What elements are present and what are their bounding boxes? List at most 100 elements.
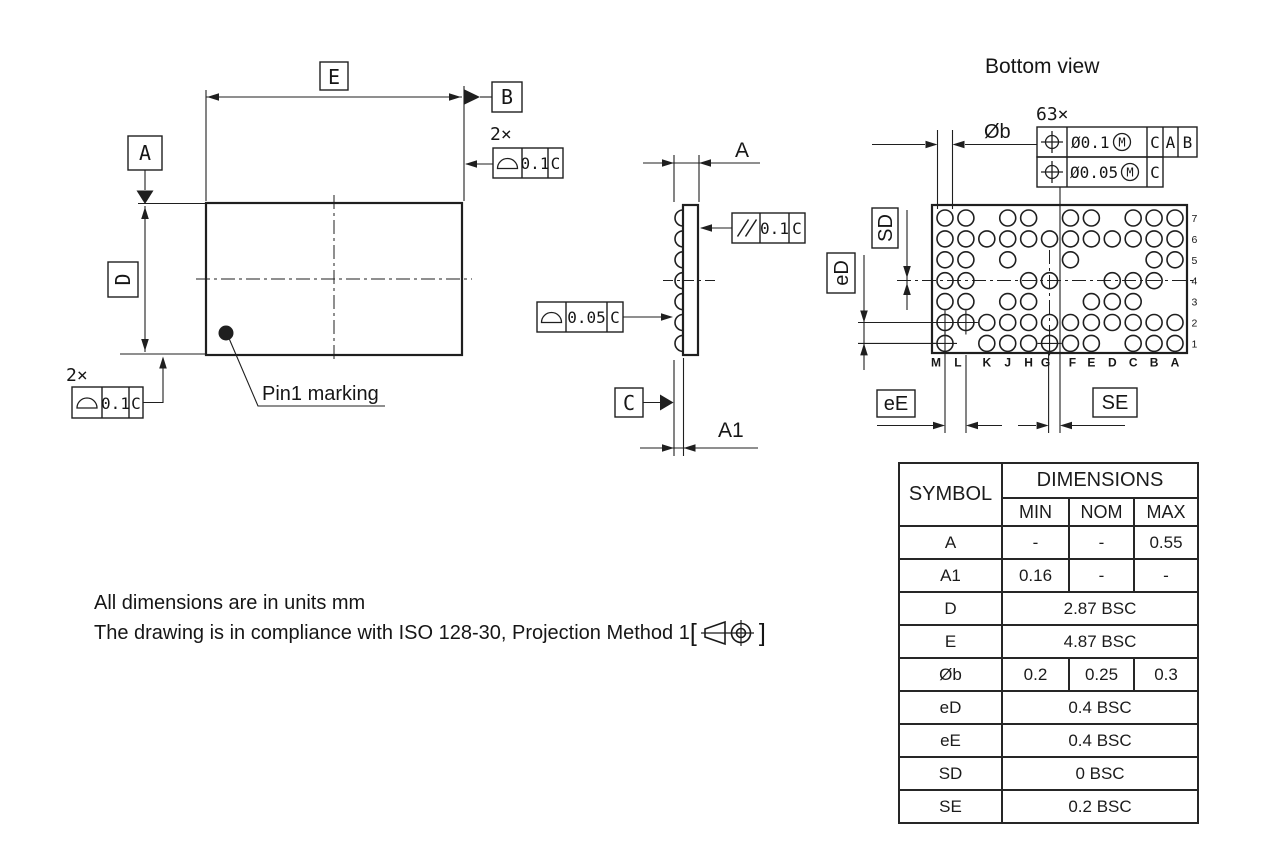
cell-max: 0.3 xyxy=(1132,657,1200,692)
ball-B2 xyxy=(1145,313,1163,332)
fcf-datum: C xyxy=(792,219,802,238)
cell-symbol: A1 xyxy=(898,558,1003,593)
side-balls xyxy=(674,209,684,353)
datum-b-box xyxy=(491,81,523,113)
cell-value: 0.2 BSC xyxy=(1000,789,1200,824)
cell-value: 4.87 BSC xyxy=(1000,624,1200,659)
pin1-dot xyxy=(218,325,234,341)
fcf-parallelism: 0.1 C xyxy=(700,212,806,244)
ball-L7 xyxy=(957,209,975,227)
column-label-M: M xyxy=(931,356,941,370)
fcf-datum-2: A xyxy=(1166,133,1176,152)
mmc-letter: M xyxy=(1126,166,1133,180)
fcf-tol: 0.1 xyxy=(760,219,789,238)
dim-se-label: SE xyxy=(1102,392,1129,414)
dim-ball-diameter: Øb xyxy=(872,121,1037,209)
ball-F2 xyxy=(1061,313,1080,332)
dim-ed: eD xyxy=(826,252,936,370)
pin1-label: Pin1 marking xyxy=(262,383,379,405)
dim-e-box xyxy=(319,61,349,91)
fcf-position-2: Ø0.05 M C xyxy=(1036,156,1164,188)
column-label-E: E xyxy=(1087,356,1095,370)
row-label-4: 4 xyxy=(1192,276,1198,288)
table-header-row-2: MIN NOM MAX xyxy=(899,497,1200,527)
note-line-2-text: The drawing is in compliance with ISO 12… xyxy=(94,622,690,644)
position-icon xyxy=(1041,131,1063,153)
column-label-G: G xyxy=(1041,356,1050,370)
fcf-datum-1: C xyxy=(1150,133,1160,152)
ball-F5 xyxy=(1061,250,1080,269)
ball-E2 xyxy=(1082,313,1101,332)
side-view: A 0.1 C 0.05 C C xyxy=(536,139,806,456)
ball-C1 xyxy=(1124,334,1142,353)
column-label-K: K xyxy=(982,356,991,370)
pin1-marking: Pin1 marking xyxy=(218,325,385,407)
dim-a: A xyxy=(643,139,760,202)
ball-H3 xyxy=(1019,292,1038,311)
ball-L5 xyxy=(957,250,975,269)
ball-cross-M2 xyxy=(933,310,957,335)
datum-c-triangle xyxy=(660,394,674,411)
ball-J3 xyxy=(998,292,1017,311)
cell-max: 0.55 xyxy=(1132,525,1200,560)
top-view: E B A D 2× xyxy=(66,61,564,419)
column-label-F: F xyxy=(1069,356,1076,370)
column-label-C: C xyxy=(1129,356,1138,370)
ball-M7 xyxy=(936,209,954,227)
ball-E1 xyxy=(1082,334,1101,353)
ball-B1 xyxy=(1145,334,1163,353)
ball-cross-L2 xyxy=(953,310,978,335)
ball-D3 xyxy=(1103,292,1122,311)
ball-L4 xyxy=(957,271,975,290)
dim-d-label: D xyxy=(111,273,135,285)
ball-B4 xyxy=(1145,271,1163,290)
column-label-J: J xyxy=(1004,356,1011,370)
qty-label: 63× xyxy=(1036,104,1069,125)
cell-nom: - xyxy=(1068,558,1135,593)
note-line-2: The drawing is in compliance with ISO 12… xyxy=(94,618,766,648)
column-label-B: B xyxy=(1150,356,1159,370)
fcf-position-1: 63× Ø0.1 M C A B xyxy=(1036,104,1198,158)
dim-ee-box xyxy=(876,389,916,418)
cell-symbol: Øb xyxy=(898,657,1003,692)
ball-C4 xyxy=(1124,271,1142,290)
cell-symbol: SE xyxy=(898,789,1003,824)
ball-F6 xyxy=(1061,230,1080,248)
ball-K1 xyxy=(978,334,996,353)
bracket-close: ] xyxy=(758,619,766,647)
ball-cross-G1 xyxy=(1037,331,1062,356)
fcf-datum: C xyxy=(131,394,141,413)
ball-A2 xyxy=(1166,313,1184,332)
fcf-value: Ø0.1 xyxy=(1071,133,1110,152)
dim-sd-label: SD xyxy=(875,214,897,242)
fcf-datum-3: B xyxy=(1183,133,1193,152)
ball-K2 xyxy=(978,313,996,332)
datum-b-label: B xyxy=(501,85,513,109)
ball-E3 xyxy=(1082,292,1101,311)
mmc-icon xyxy=(1112,132,1132,152)
cell-symbol: A xyxy=(898,525,1003,560)
dim-se-box xyxy=(1092,387,1138,418)
dim-d: D xyxy=(107,202,206,355)
cell-min: 0.16 xyxy=(1001,558,1070,593)
fcf-tol: 0.1 xyxy=(101,394,130,413)
qty-label: 2× xyxy=(490,124,512,145)
ball-J7 xyxy=(998,209,1017,227)
ball-D6 xyxy=(1103,230,1122,248)
cell-min: 0.2 xyxy=(1001,657,1070,692)
ball-A6 xyxy=(1166,230,1184,248)
dim-d-box xyxy=(107,261,139,298)
datum-a-triangle xyxy=(136,190,154,204)
row-label-2: 2 xyxy=(1192,318,1198,330)
fcf-tol: 0.05 xyxy=(567,308,606,327)
header-max: MAX xyxy=(1132,497,1200,527)
row-label-7: 7 xyxy=(1192,213,1198,225)
dim-ee-label: eE xyxy=(884,393,908,415)
